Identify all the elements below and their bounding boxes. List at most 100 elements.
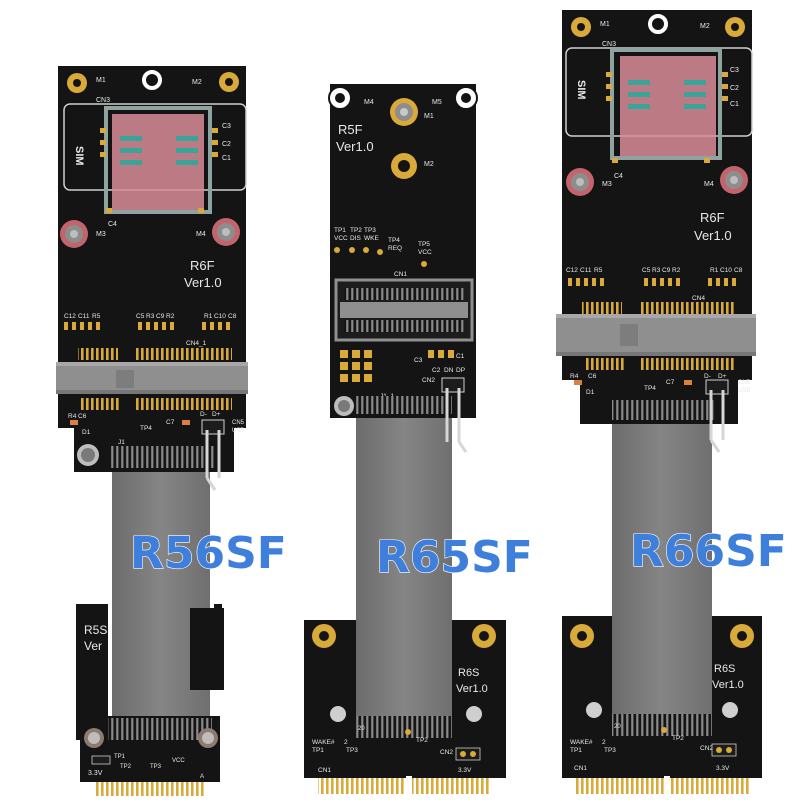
silk-label: CN4_1 <box>186 340 207 347</box>
silk-label: TP3 <box>604 747 616 754</box>
mini-pcie-socket <box>556 314 756 356</box>
cable-connector <box>108 718 212 740</box>
contact-pins <box>582 302 622 314</box>
silk-label: J1 <box>118 439 125 446</box>
silk-label: C7 <box>666 379 675 386</box>
silk-label: C2 <box>730 85 739 92</box>
board-version: Ver1.0 <box>184 275 222 290</box>
product-r66sf: SIM M1 M2 M3 M4 CN3 C1 C2 C3 C4 R6F Ver1… <box>556 10 787 796</box>
silk-label: M2 <box>192 79 202 86</box>
silk-label: CN1 <box>394 271 407 278</box>
silk-label: TP2 <box>672 735 684 742</box>
bottom-board-r5s: R5S Ver 3.3V TP1 TP2 TP3 VCC A <box>76 604 224 796</box>
silk-label: C8 <box>228 313 237 320</box>
silk-label: WKE <box>364 235 379 242</box>
silk-label: CN2 <box>440 749 453 756</box>
silk-label: WAKE# <box>312 739 335 746</box>
silk-label: D+ <box>718 373 727 380</box>
sim-label: SIM <box>73 146 85 166</box>
board-name: R6S <box>714 663 735 675</box>
silk-label: DN <box>444 367 454 374</box>
silk-label: 2 <box>602 739 606 746</box>
silk-label: TP2 <box>350 227 362 234</box>
silk-label: CN2 <box>422 377 435 384</box>
silk-label: C5 <box>136 313 145 320</box>
silk-label: C3 <box>730 67 739 74</box>
silk-label: 3.3V <box>458 767 472 774</box>
contact-pins <box>576 778 750 794</box>
silk-label: CN4 <box>692 295 705 302</box>
product-r56sf: SIM M1 M2 M3 M4 CN3 C1 C2 C3 C4 R6F Ver1… <box>56 66 287 796</box>
silk-label: TP5 <box>418 241 430 248</box>
silk-label: TP1 <box>570 747 582 754</box>
silk-label: 3.3V <box>716 765 730 772</box>
board-version: Ver <box>84 639 102 653</box>
silk-label: TP4 <box>140 425 152 432</box>
silk-label: TP2 <box>416 737 428 744</box>
silk-label: C6 <box>78 413 87 420</box>
silk-label: C12 <box>566 267 578 274</box>
cable-connector <box>356 396 452 414</box>
silk-label: CN3 <box>602 41 616 48</box>
silk-label: 20 <box>358 726 365 732</box>
contact-pins <box>640 358 736 370</box>
silk-label: R2 <box>166 313 175 320</box>
board-name: R5S <box>84 623 107 637</box>
silk-label: VCC <box>418 249 432 256</box>
ribbon-cable <box>612 414 712 734</box>
silk-label: R2 <box>672 267 681 274</box>
silk-label: C9 <box>156 313 165 320</box>
silk-label: C5 <box>642 267 651 274</box>
silk-label: C12 <box>64 313 76 320</box>
top-board-r6f: SIM M1 M2 M3 M4 CN3 C1 C2 C3 C4 R6F Ver1… <box>556 10 756 453</box>
ribbon-cable <box>356 410 452 732</box>
silk-label: M1 <box>600 21 610 28</box>
contact-pins <box>136 348 232 360</box>
silk-label: R5 <box>92 313 101 320</box>
silk-label: C6 <box>588 373 597 380</box>
contact-pins <box>136 398 232 410</box>
cable-connector <box>612 714 712 736</box>
silk-label: 20 <box>614 724 621 730</box>
silk-label: REQ <box>388 245 402 252</box>
silk-label: M5 <box>432 99 442 106</box>
silk-label: D- <box>200 411 207 418</box>
ribbon-cable <box>112 466 210 732</box>
model-label: R65SF <box>376 532 533 583</box>
board-name: R6F <box>190 258 215 273</box>
board-version: Ver1.0 <box>694 228 732 243</box>
bottom-board-r6s: R6S Ver1.0 20 WAKE# 2 TP1 TP3 TP2 CN1 CN… <box>562 616 762 796</box>
cable-connector <box>356 716 452 738</box>
cable-connector <box>612 400 716 420</box>
top-board-r6f: SIM M1 M2 M3 M4 CN3 C1 C2 C3 C4 R6F Ver1… <box>56 66 248 491</box>
silk-label: C3 <box>222 123 231 130</box>
silk-label: R3 <box>146 313 155 320</box>
silk-label: TP4 <box>388 237 400 244</box>
contact-pins <box>96 782 206 796</box>
silk-label: TP1 <box>312 747 324 754</box>
board-version: Ver1.0 <box>712 679 744 691</box>
silk-label: VCC <box>334 235 348 242</box>
sim-label: SIM <box>575 80 587 100</box>
silk-label: C1 <box>222 155 231 162</box>
silk-label: 3.3V <box>88 770 103 777</box>
silk-label: C11 <box>580 267 592 274</box>
silk-label: CN1 <box>574 765 587 772</box>
silk-label: D1 <box>586 389 595 396</box>
silk-label: TP3 <box>346 747 358 754</box>
silk-label: M1 <box>96 77 106 84</box>
silk-label: CN5 <box>738 380 751 386</box>
silk-label: C4 <box>108 221 117 228</box>
silk-label: C7 <box>166 419 175 426</box>
contact-pins <box>318 778 490 794</box>
silk-label: C10 <box>214 313 226 320</box>
silk-label: VCC <box>172 758 185 764</box>
silk-label: C8 <box>734 267 743 274</box>
silk-label: R4 <box>68 413 77 420</box>
contact-pins <box>584 358 624 370</box>
board-version: Ver1.0 <box>456 683 488 695</box>
silk-label: USB <box>232 428 244 434</box>
product-r65sf: M4 M5 M1 M2 R5F Ver1.0 TP1 TP2 TP3 VCC D… <box>304 84 533 796</box>
top-board-r5f: M4 M5 M1 M2 R5F Ver1.0 TP1 TP2 TP3 VCC D… <box>328 84 478 453</box>
